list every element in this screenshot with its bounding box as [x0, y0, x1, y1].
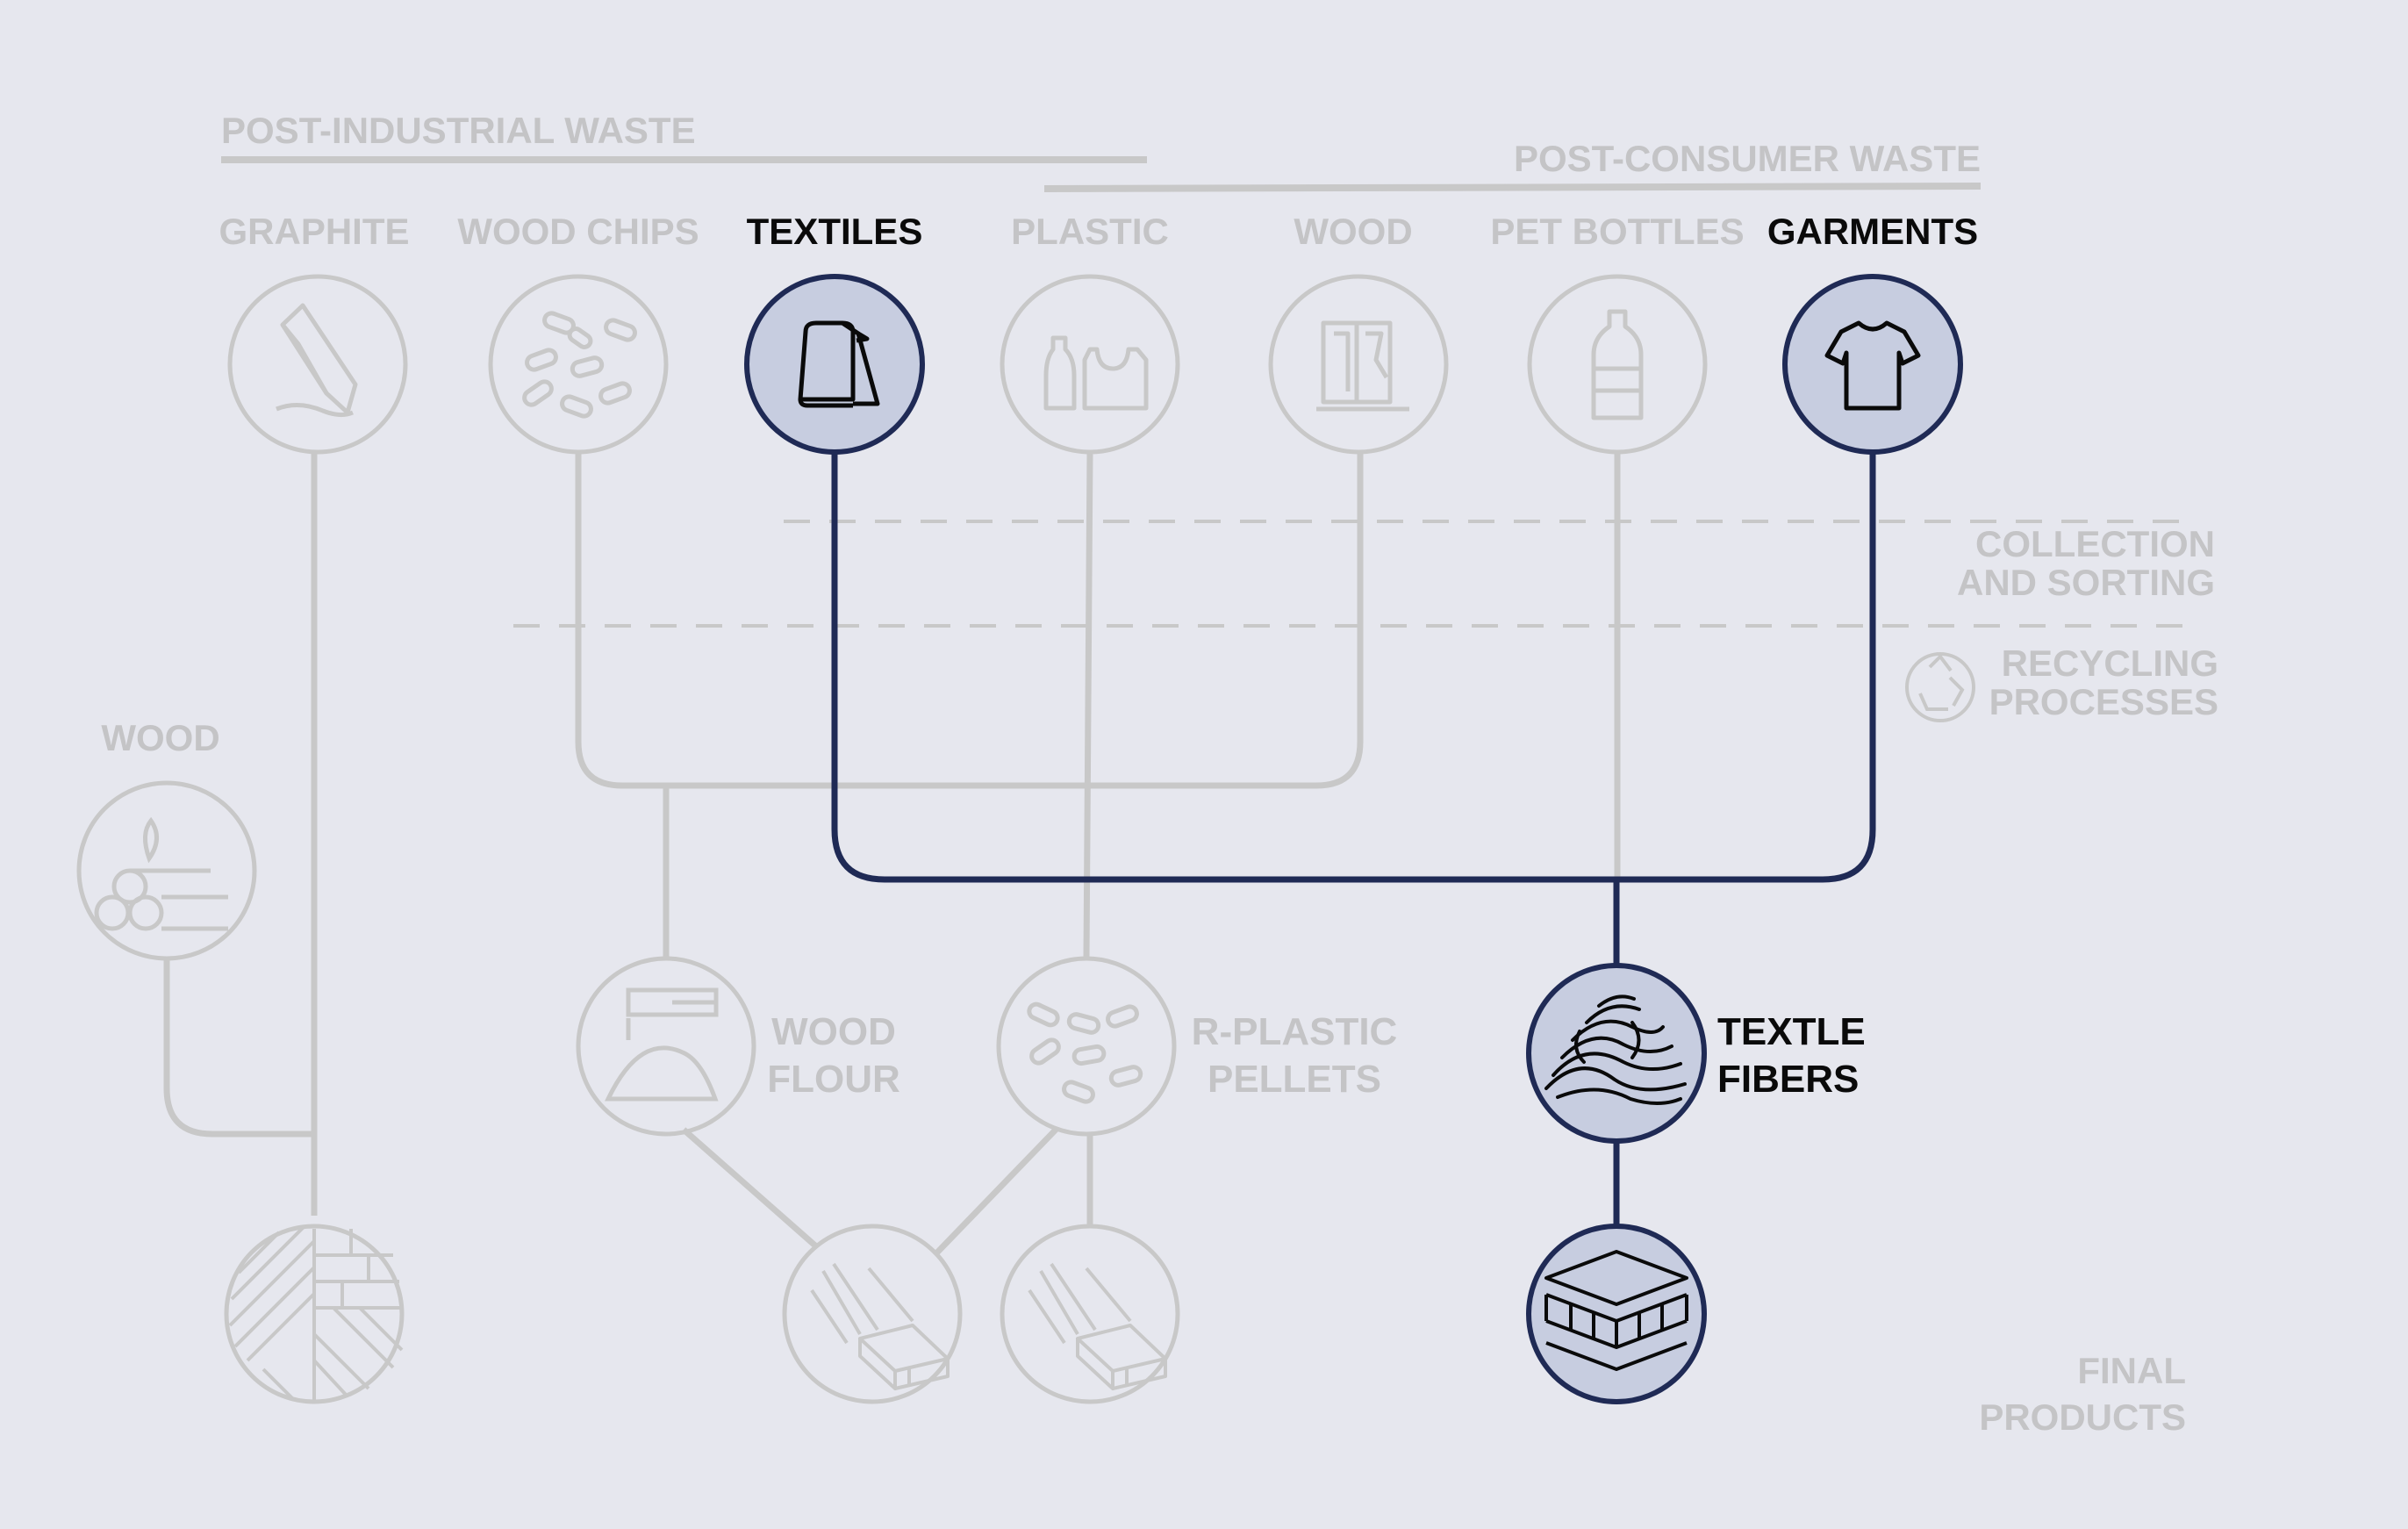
post-consumer-bar: [1043, 183, 1982, 192]
final-products-label-line2: PRODUCTS: [1979, 1396, 2186, 1438]
rplastic-label-line1: R-PLASTIC: [1192, 1010, 1398, 1053]
source-label-garments: GARMENTS: [1767, 211, 1978, 252]
pet-bottle-icon: [1591, 309, 1644, 420]
node-garments: [1782, 274, 1963, 455]
wood-flour-icon: [605, 987, 719, 1102]
source-label-pet-bottles: PET BOTTLES: [1490, 211, 1744, 252]
plastic-bottle-bag-icon: [1043, 335, 1149, 411]
wood-flour-label-line1: WOOD: [771, 1010, 896, 1053]
wood-furniture-icon: [1316, 320, 1409, 412]
node-pet-bottles: [1527, 274, 1708, 455]
fabric-roll-icon: [798, 320, 880, 408]
pellets-icon: [1027, 1001, 1143, 1104]
node-plastic: [1000, 274, 1180, 455]
highlight-connectors: [831, 452, 1876, 1224]
post-industrial-waste-label: POST-INDUSTRIAL WASTE: [221, 110, 696, 151]
node-textiles: [744, 274, 925, 455]
node-insulation-panel: [1526, 1224, 1707, 1404]
source-label-wood: WOOD: [1294, 211, 1412, 252]
node-graphite: [227, 274, 408, 455]
textile-fibers-label-line2: FIBERS: [1717, 1058, 1859, 1101]
rplastic-label-line2: PELLETS: [1208, 1058, 1381, 1101]
node-wood: [1268, 274, 1449, 455]
recycling-label-line2: PROCESSES: [1989, 681, 2218, 722]
layered-panel-icon: [1544, 1250, 1688, 1371]
node-textile-fibers: [1526, 963, 1707, 1144]
collection-label-line1: COLLECTION: [1975, 523, 2215, 564]
node-side-wood: [76, 780, 257, 961]
final-products-label-line1: FINAL: [2077, 1350, 2186, 1391]
source-label-wood-chips: WOOD CHIPS: [457, 211, 699, 252]
post-consumer-waste-label: POST-CONSUMER WASTE: [1514, 138, 1981, 179]
source-label-plastic: PLASTIC: [1011, 211, 1169, 252]
wood-chips-icon: [522, 311, 637, 419]
muted-connectors: [163, 451, 1621, 1258]
planks-icon: [810, 1262, 950, 1390]
recycling-label-line1: RECYCLING: [2002, 642, 2218, 684]
tshirt-icon: [1824, 320, 1921, 411]
node-plastic-lumber: [1000, 1224, 1180, 1404]
node-composite-lumber: [782, 1224, 963, 1404]
node-composite-board: [224, 1224, 405, 1404]
parquet-pattern-icon: [228, 1225, 404, 1402]
source-label-textiles: TEXTILES: [747, 211, 923, 252]
planks-icon: [1028, 1262, 1167, 1390]
logs-icon: [94, 816, 228, 931]
wood-flour-label-line2: FLOUR: [767, 1058, 900, 1101]
fibers-icon: [1544, 994, 1687, 1105]
node-wood-flour: [576, 956, 756, 1137]
side-wood-label: WOOD: [101, 717, 219, 758]
node-wood-chips: [488, 274, 669, 455]
recycle-icon: [1905, 652, 1975, 722]
collection-label-line2: AND SORTING: [1957, 562, 2215, 603]
node-rplastic-pellets: [996, 956, 1177, 1137]
textile-fibers-label-line1: TEXTLE: [1717, 1010, 1866, 1053]
source-label-graphite: GRAPHITE: [219, 211, 409, 252]
pencil-icon: [276, 303, 358, 418]
